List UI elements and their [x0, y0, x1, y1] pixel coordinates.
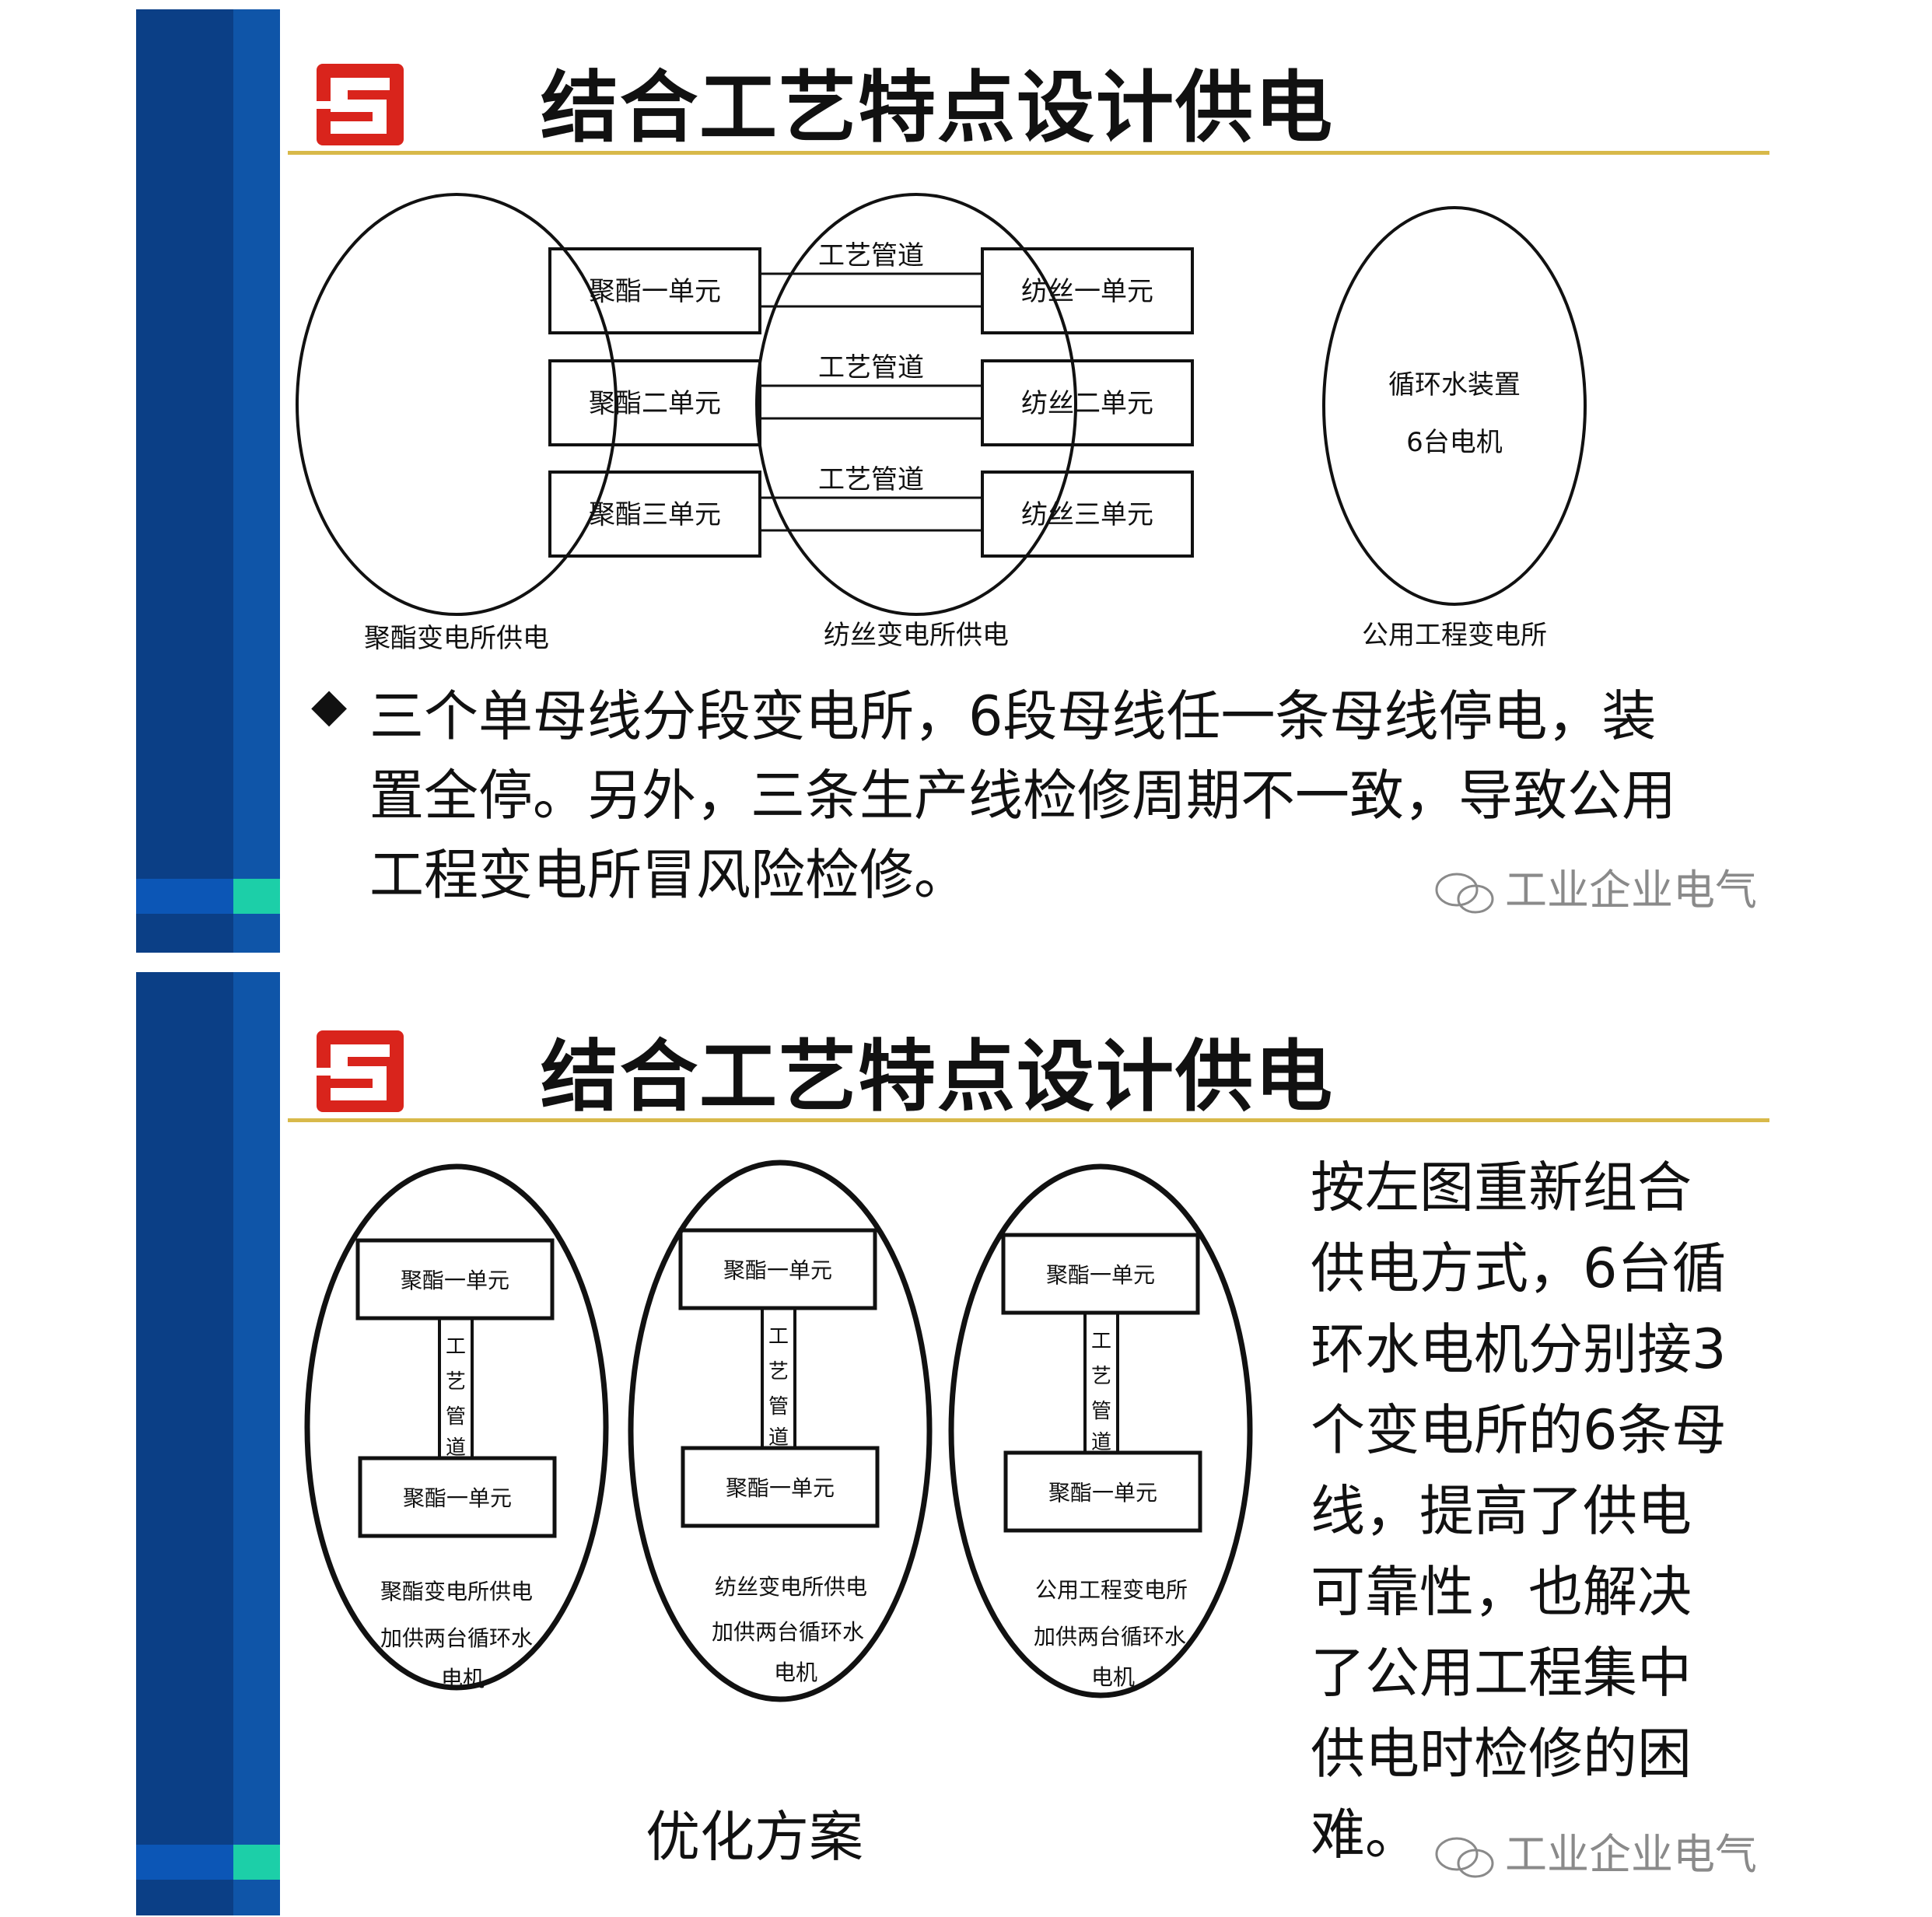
- pipe-label: 工艺管道: [818, 240, 924, 271]
- pipe-char: 艺: [1091, 1365, 1111, 1388]
- unit-label: 聚酯一单元: [403, 1485, 512, 1511]
- pipe-char: 艺: [446, 1370, 466, 1394]
- wechat-icon: [1435, 873, 1494, 914]
- paragraph-line: 工程变电所冒风险检修。: [369, 843, 968, 907]
- unit-box: [981, 247, 1194, 334]
- pipe-char: 道: [768, 1426, 789, 1450]
- explanation-line: 难。: [1311, 1803, 1419, 1866]
- supply-group-3: [948, 1163, 1253, 1698]
- optimized-diagram: 聚酯一单元 聚酯一单元 聚酯一单元 聚酯一单元 聚酯一单元 聚酯一单元 工 艺 …: [304, 1160, 1253, 1702]
- explanation-line: 供电方式，6台循: [1311, 1237, 1727, 1300]
- unit-label: 聚酯一单元: [589, 276, 721, 307]
- page-title: 结合工艺特点设计供电: [541, 1031, 1334, 1122]
- extra-label: 电机: [1091, 1664, 1135, 1690]
- supply-group-2: [628, 1160, 933, 1702]
- extra-label: 加供两台循环水: [712, 1619, 864, 1645]
- side-bar-accent: [233, 879, 280, 914]
- explanation-line: 可靠性，也解决: [1311, 1560, 1692, 1624]
- substation-label: 纺丝变电所供电: [715, 1574, 867, 1600]
- extra-label: 加供两台循环水: [380, 1625, 533, 1651]
- substation-caption: 纺丝变电所供电: [824, 620, 1009, 651]
- explanation-line: 线，提高了供电: [1311, 1479, 1692, 1543]
- explanation-line: 按左图重新组合: [1311, 1156, 1692, 1219]
- unit-box: [548, 247, 761, 334]
- unit-label: 聚酯一单元: [1048, 1480, 1157, 1506]
- unit-box: [548, 471, 761, 558]
- power-supply-diagram: 聚酯一单元 聚酯二单元 聚酯三单元 纺丝一单元 纺丝二单元 纺丝三单元 工艺管道…: [296, 193, 1587, 654]
- side-bar-light: [233, 972, 280, 1915]
- extra-label: 电机: [441, 1666, 485, 1691]
- watermark: 工业企业电气: [1433, 855, 1757, 917]
- watermark-text: 工业企业电气: [1505, 1830, 1757, 1879]
- extra-label: 加供两台循环水: [1034, 1624, 1186, 1649]
- utility-label: 6台电机: [1406, 427, 1503, 458]
- pipe-char: 管: [768, 1395, 789, 1419]
- paragraph-line: 置全停。另外，三条生产线检修周期不一致，导致公用: [369, 764, 1676, 827]
- side-bar-accent: [233, 1845, 280, 1880]
- side-bar-dark: [136, 972, 233, 1915]
- watermark: 工业企业电气: [1433, 1820, 1757, 1881]
- substation-label: 公用工程变电所: [1035, 1577, 1188, 1603]
- explanation-line: 了公用工程集中: [1311, 1641, 1692, 1705]
- unit-box: [981, 359, 1194, 446]
- side-bar-dark: [136, 9, 233, 953]
- explanation-text: 按左图重新组合 供电方式，6台循 环水电机分别接3 个变电所的6条母 线，提高了…: [1311, 1147, 1746, 1875]
- pipe-char: 道: [1091, 1431, 1111, 1454]
- unit-label: 聚酯一单元: [1046, 1262, 1155, 1288]
- diagram-caption: 优化方案: [646, 1805, 863, 1869]
- explanation-line: 个变电所的6条母: [1311, 1398, 1727, 1462]
- substation-label: 聚酯变电所供电: [380, 1579, 533, 1604]
- unit-label: 纺丝一单元: [1021, 276, 1153, 307]
- unit-box: [548, 359, 761, 446]
- explanation-line: 环水电机分别接3: [1311, 1317, 1727, 1381]
- title-rule: [288, 151, 1769, 155]
- utility-circle: [1322, 206, 1587, 606]
- substation-caption: 公用工程变电所: [1362, 620, 1547, 651]
- logo-icon: [317, 1030, 404, 1112]
- utility-label: 循环水装置: [1388, 369, 1521, 401]
- explanation-line: 供电时检修的困: [1311, 1722, 1692, 1786]
- polyester-circle: [296, 193, 618, 616]
- slide-1: 结合工艺特点设计供电 聚酯一单元 聚酯二单元 聚酯三单元 纺丝一单元 纺丝二单元…: [136, 9, 1777, 953]
- logo-icon: [317, 64, 404, 145]
- unit-label: 纺丝三单元: [1021, 499, 1153, 530]
- pipe-char: 管: [446, 1405, 466, 1429]
- pipe-char: 工: [1091, 1330, 1111, 1353]
- pipe-char: 艺: [768, 1360, 789, 1384]
- unit-label: 纺丝二单元: [1021, 388, 1153, 419]
- title-rule: [288, 1118, 1769, 1122]
- spinning-circle: [755, 193, 1077, 616]
- wechat-icon: [1435, 1837, 1494, 1878]
- pipe-char: 道: [446, 1436, 466, 1460]
- unit-box: [981, 471, 1194, 558]
- unit-label: 聚酯三单元: [589, 499, 721, 530]
- pipe-label: 工艺管道: [818, 352, 924, 383]
- pipe-char: 工: [768, 1325, 789, 1349]
- diamond-bullet-icon: ◆: [311, 678, 348, 733]
- paragraph-line: 三个单母线分段变电所，6段母线任一条母线停电，装: [369, 684, 1657, 748]
- substation-caption: 聚酯变电所供电: [364, 623, 549, 654]
- unit-label: 聚酯二单元: [589, 388, 721, 419]
- watermark-text: 工业企业电气: [1505, 866, 1757, 915]
- unit-label: 聚酯一单元: [723, 1258, 832, 1283]
- page-title: 结合工艺特点设计供电: [541, 62, 1334, 153]
- pipe-label: 工艺管道: [818, 464, 924, 495]
- pipe-char: 管: [1091, 1400, 1111, 1423]
- extra-label: 电机: [774, 1660, 817, 1685]
- pipe-char: 工: [446, 1335, 466, 1359]
- unit-label: 聚酯一单元: [401, 1268, 509, 1293]
- slide-2: 结合工艺特点设计供电 聚酯一单元 聚酯一单元 聚酯一单元 聚酯一单元: [136, 972, 1777, 1915]
- bullet-paragraph: 三个单母线分段变电所，6段母线任一条母线停电，装 置全停。另外，三条生产线检修周…: [369, 677, 1762, 915]
- side-bar-light: [233, 9, 280, 953]
- unit-label: 聚酯一单元: [726, 1475, 835, 1501]
- supply-group-1: [304, 1163, 609, 1691]
